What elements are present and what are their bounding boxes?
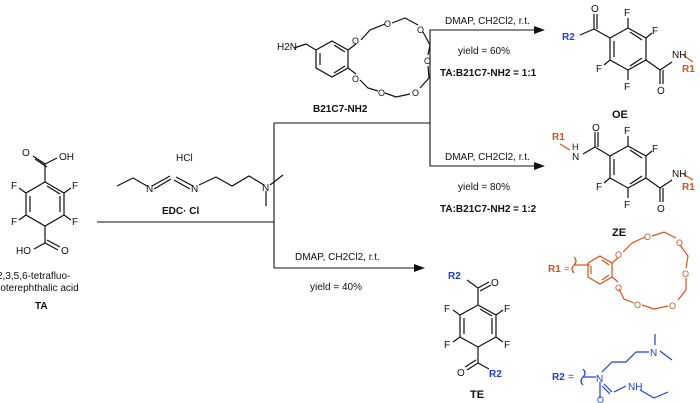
oe-r2: R2 xyxy=(562,32,575,43)
middle-yield: yield = 80% xyxy=(458,182,510,193)
ze-f1: F xyxy=(624,126,630,137)
ze-label: ZE xyxy=(612,227,626,239)
r2-o: O xyxy=(597,395,604,403)
edc-hcl: HCl xyxy=(176,153,193,164)
oe-f2: F xyxy=(652,26,658,37)
ze-r1-left: R1 xyxy=(552,132,565,143)
bottom-yield: yield = 40% xyxy=(310,282,362,293)
middle-conditions: DMAP, CH2Cl2, r.t. xyxy=(445,152,530,163)
bottom-conditions: DMAP, CH2Cl2, r.t. xyxy=(295,252,380,263)
edc-n2: N xyxy=(191,184,198,195)
te-r2-top: R2 xyxy=(448,271,461,282)
b21-o3: O xyxy=(384,19,391,29)
r1-o5: O xyxy=(682,269,689,279)
ta-f3: F xyxy=(11,217,17,228)
oe-label: OE xyxy=(612,109,628,121)
oe-nh: NH xyxy=(672,50,686,61)
ta-o-bottom: O xyxy=(61,246,69,257)
r2-n2: N xyxy=(650,348,657,359)
ta-f4: F xyxy=(72,217,78,228)
r1-def-eq: = xyxy=(564,264,570,275)
b21-o4: O xyxy=(417,25,424,35)
ze-nh-right: NH xyxy=(672,169,686,180)
ta-name-line2: roterephthalic acid xyxy=(0,283,79,294)
r2-structure xyxy=(580,334,673,399)
branch-to-ze xyxy=(429,123,538,167)
r2-nh: NH xyxy=(628,382,642,393)
edc-label: EDC· Cl xyxy=(162,206,199,217)
r1-structure xyxy=(571,231,689,310)
b21-o7: O xyxy=(378,88,385,98)
ze-n-left: N xyxy=(572,152,579,163)
te-o-bottom: O xyxy=(457,368,465,379)
te-f3: F xyxy=(444,340,450,351)
edc-n1: N xyxy=(146,184,153,195)
oe-structure: O O xyxy=(579,4,694,97)
ta-o-top: O xyxy=(22,148,30,159)
branch-to-oe xyxy=(429,29,538,123)
ze-f2: F xyxy=(652,144,658,155)
b21c7-structure: H2N O O O O O O O xyxy=(277,17,431,98)
te-label: TE xyxy=(470,389,484,401)
ta-structure: O OH O HO F F F F xyxy=(11,148,78,257)
top-yield: yield = 60% xyxy=(458,46,510,57)
oe-o-ketone: O xyxy=(591,4,599,15)
b21-o6: O xyxy=(412,88,419,98)
ze-r1-right: R1 xyxy=(682,182,695,193)
ta-ho: HO xyxy=(16,246,31,257)
ta-oh: OH xyxy=(59,152,74,163)
edc-structure: N N N xyxy=(116,174,284,206)
b21-o2: O xyxy=(352,74,359,84)
oe-f4: F xyxy=(596,64,602,75)
ta-name-line1: 2,3,5,6-tetrafluo- xyxy=(0,271,70,282)
te-f4: F xyxy=(504,340,510,351)
oe-r1: R1 xyxy=(682,64,695,75)
edc-n3: N xyxy=(262,183,269,194)
oe-f3: F xyxy=(624,82,630,93)
r1-o4: O xyxy=(676,238,683,248)
b21-o1: O xyxy=(352,36,359,46)
b21c7-label: B21C7-NH2 xyxy=(313,104,368,115)
oe-o-amide: O xyxy=(657,86,665,97)
ze-structure: O O xyxy=(559,123,694,215)
r2-def-label: R2 xyxy=(552,372,565,383)
arrow-head-bottom xyxy=(414,264,425,272)
ta-f1: F xyxy=(11,181,17,192)
ze-h-left: H xyxy=(572,142,579,152)
top-ratio: TA:B21C7-NH2 = 1:1 xyxy=(440,68,537,79)
te-structure: O O xyxy=(452,278,504,379)
ze-o-left: O xyxy=(592,123,600,134)
arrow-head-oe xyxy=(534,26,545,34)
ta-f2: F xyxy=(72,181,78,192)
arrow-head-ze xyxy=(534,162,545,170)
te-r2-bottom: R2 xyxy=(489,369,502,380)
te-o-top: O xyxy=(491,278,499,289)
r1-o3: O xyxy=(644,232,651,242)
r2-n1: N xyxy=(596,374,603,385)
ze-o-right: O xyxy=(657,204,665,215)
r1-o6: O xyxy=(669,301,676,311)
middle-ratio: TA:B21C7-NH2 = 1:2 xyxy=(440,204,537,215)
ze-f3: F xyxy=(624,200,630,211)
r1-def-label: R1 xyxy=(548,264,561,275)
top-conditions: DMAP, CH2Cl2, r.t. xyxy=(445,16,530,27)
b21-h2n: H2N xyxy=(277,42,297,53)
te-f2: F xyxy=(504,304,510,315)
r1-o2: O xyxy=(615,283,622,293)
te-f1: F xyxy=(444,304,450,315)
r1-o1: O xyxy=(615,250,622,260)
b21-o5: O xyxy=(424,56,431,66)
ze-f4: F xyxy=(596,182,602,193)
r2-def-eq: = xyxy=(568,372,574,383)
ta-label: TA xyxy=(35,301,48,312)
oe-f1: F xyxy=(624,8,630,19)
r1-o7: O xyxy=(634,300,641,310)
